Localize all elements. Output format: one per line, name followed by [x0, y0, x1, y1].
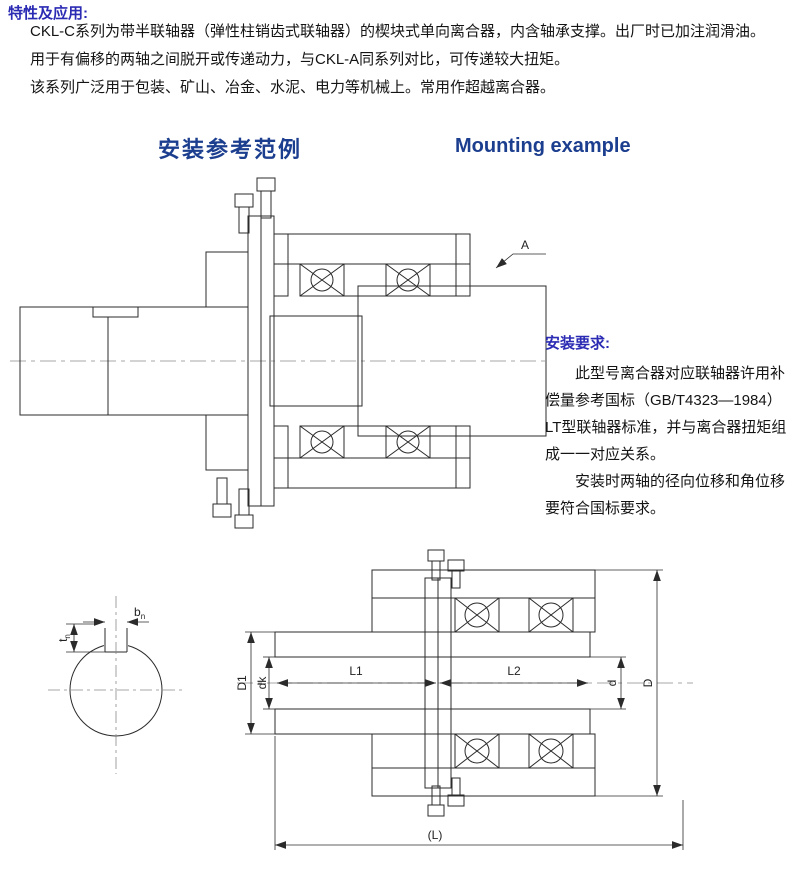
dimension-bn: bn	[83, 605, 149, 626]
dim-label-d: d	[605, 680, 619, 687]
coupling-cross-section-figure: A	[10, 177, 547, 529]
intro-paragraph-3: 该系列广泛用于包装、矿山、冶金、水泥、电力等机械上。常用作超越离合器。	[30, 79, 556, 96]
bearing	[299, 263, 345, 297]
bolt	[234, 193, 254, 234]
keyway-section-figure: bn tn	[48, 596, 184, 774]
bearing	[454, 597, 500, 633]
sleeve	[274, 631, 591, 735]
dimension-dk: dk	[255, 656, 275, 710]
bearing	[528, 733, 574, 769]
bearing	[385, 263, 431, 297]
dimension-L2: L2	[440, 664, 588, 687]
dim-label-dk: dk	[255, 676, 269, 690]
intro-paragraph-2: 用于有偏移的两轴之间脱开或传递动力，与CKL-A同系列对比，可传递较大扭矩。	[30, 51, 570, 68]
coupling-flange	[247, 215, 275, 507]
heading-mounting-example-zh: 安装参考范例	[158, 137, 303, 162]
section-title: 特性及应用:	[8, 5, 88, 22]
bearing	[528, 597, 574, 633]
intro-paragraph-1: CKL-C系列为带半联轴器（弹性柱销齿式联轴器）的楔块式单向离合器，内含轴承支撑…	[30, 23, 766, 40]
bearing	[454, 733, 500, 769]
dimension-D1: D1	[235, 631, 275, 735]
dimension-L1: L1	[277, 664, 436, 687]
section-label-a: A	[521, 238, 529, 252]
install-paragraph-2: 安装时两轴的径向位移和角位移要符合国标要求。	[545, 473, 786, 517]
install-title: 安装要求:	[545, 335, 610, 352]
heading-mounting-example-en: Mounting example	[455, 135, 631, 157]
dimension-tn: tn	[56, 623, 105, 653]
section-arrow: A	[495, 238, 546, 269]
install-paragraph-1: 此型号离合器对应联轴器许用补偿量参考国标（GB/T4323—1984）LT型联轴…	[545, 365, 787, 463]
dimension-L-total: (L)	[274, 736, 684, 850]
dimension-D: D	[595, 569, 663, 797]
bolt	[234, 488, 254, 529]
dim-label-D: D	[641, 678, 655, 687]
bolt	[427, 549, 445, 581]
bolt	[212, 477, 232, 518]
dim-label-D1: D1	[235, 675, 249, 691]
dim-label-bn: bn	[134, 605, 145, 621]
dimension-d: d	[590, 656, 626, 710]
dim-label-L2: L2	[507, 664, 521, 678]
dim-label-tn: tn	[56, 634, 72, 642]
dim-label-L1: L1	[349, 664, 363, 678]
bearing	[299, 425, 345, 459]
bearing	[385, 425, 431, 459]
dimension-drawing-figure: D1 dk L1 L2 d D	[235, 549, 693, 850]
bolt	[447, 559, 465, 589]
install-notes: 安装要求: 此型号离合器对应联轴器许用补偿量参考国标（GB/T4323—1984…	[545, 332, 797, 522]
bolt	[427, 785, 445, 817]
bolt	[447, 777, 465, 807]
right-shaft	[269, 285, 547, 437]
dim-label-L-total: (L)	[428, 828, 443, 842]
bolt	[256, 177, 276, 219]
